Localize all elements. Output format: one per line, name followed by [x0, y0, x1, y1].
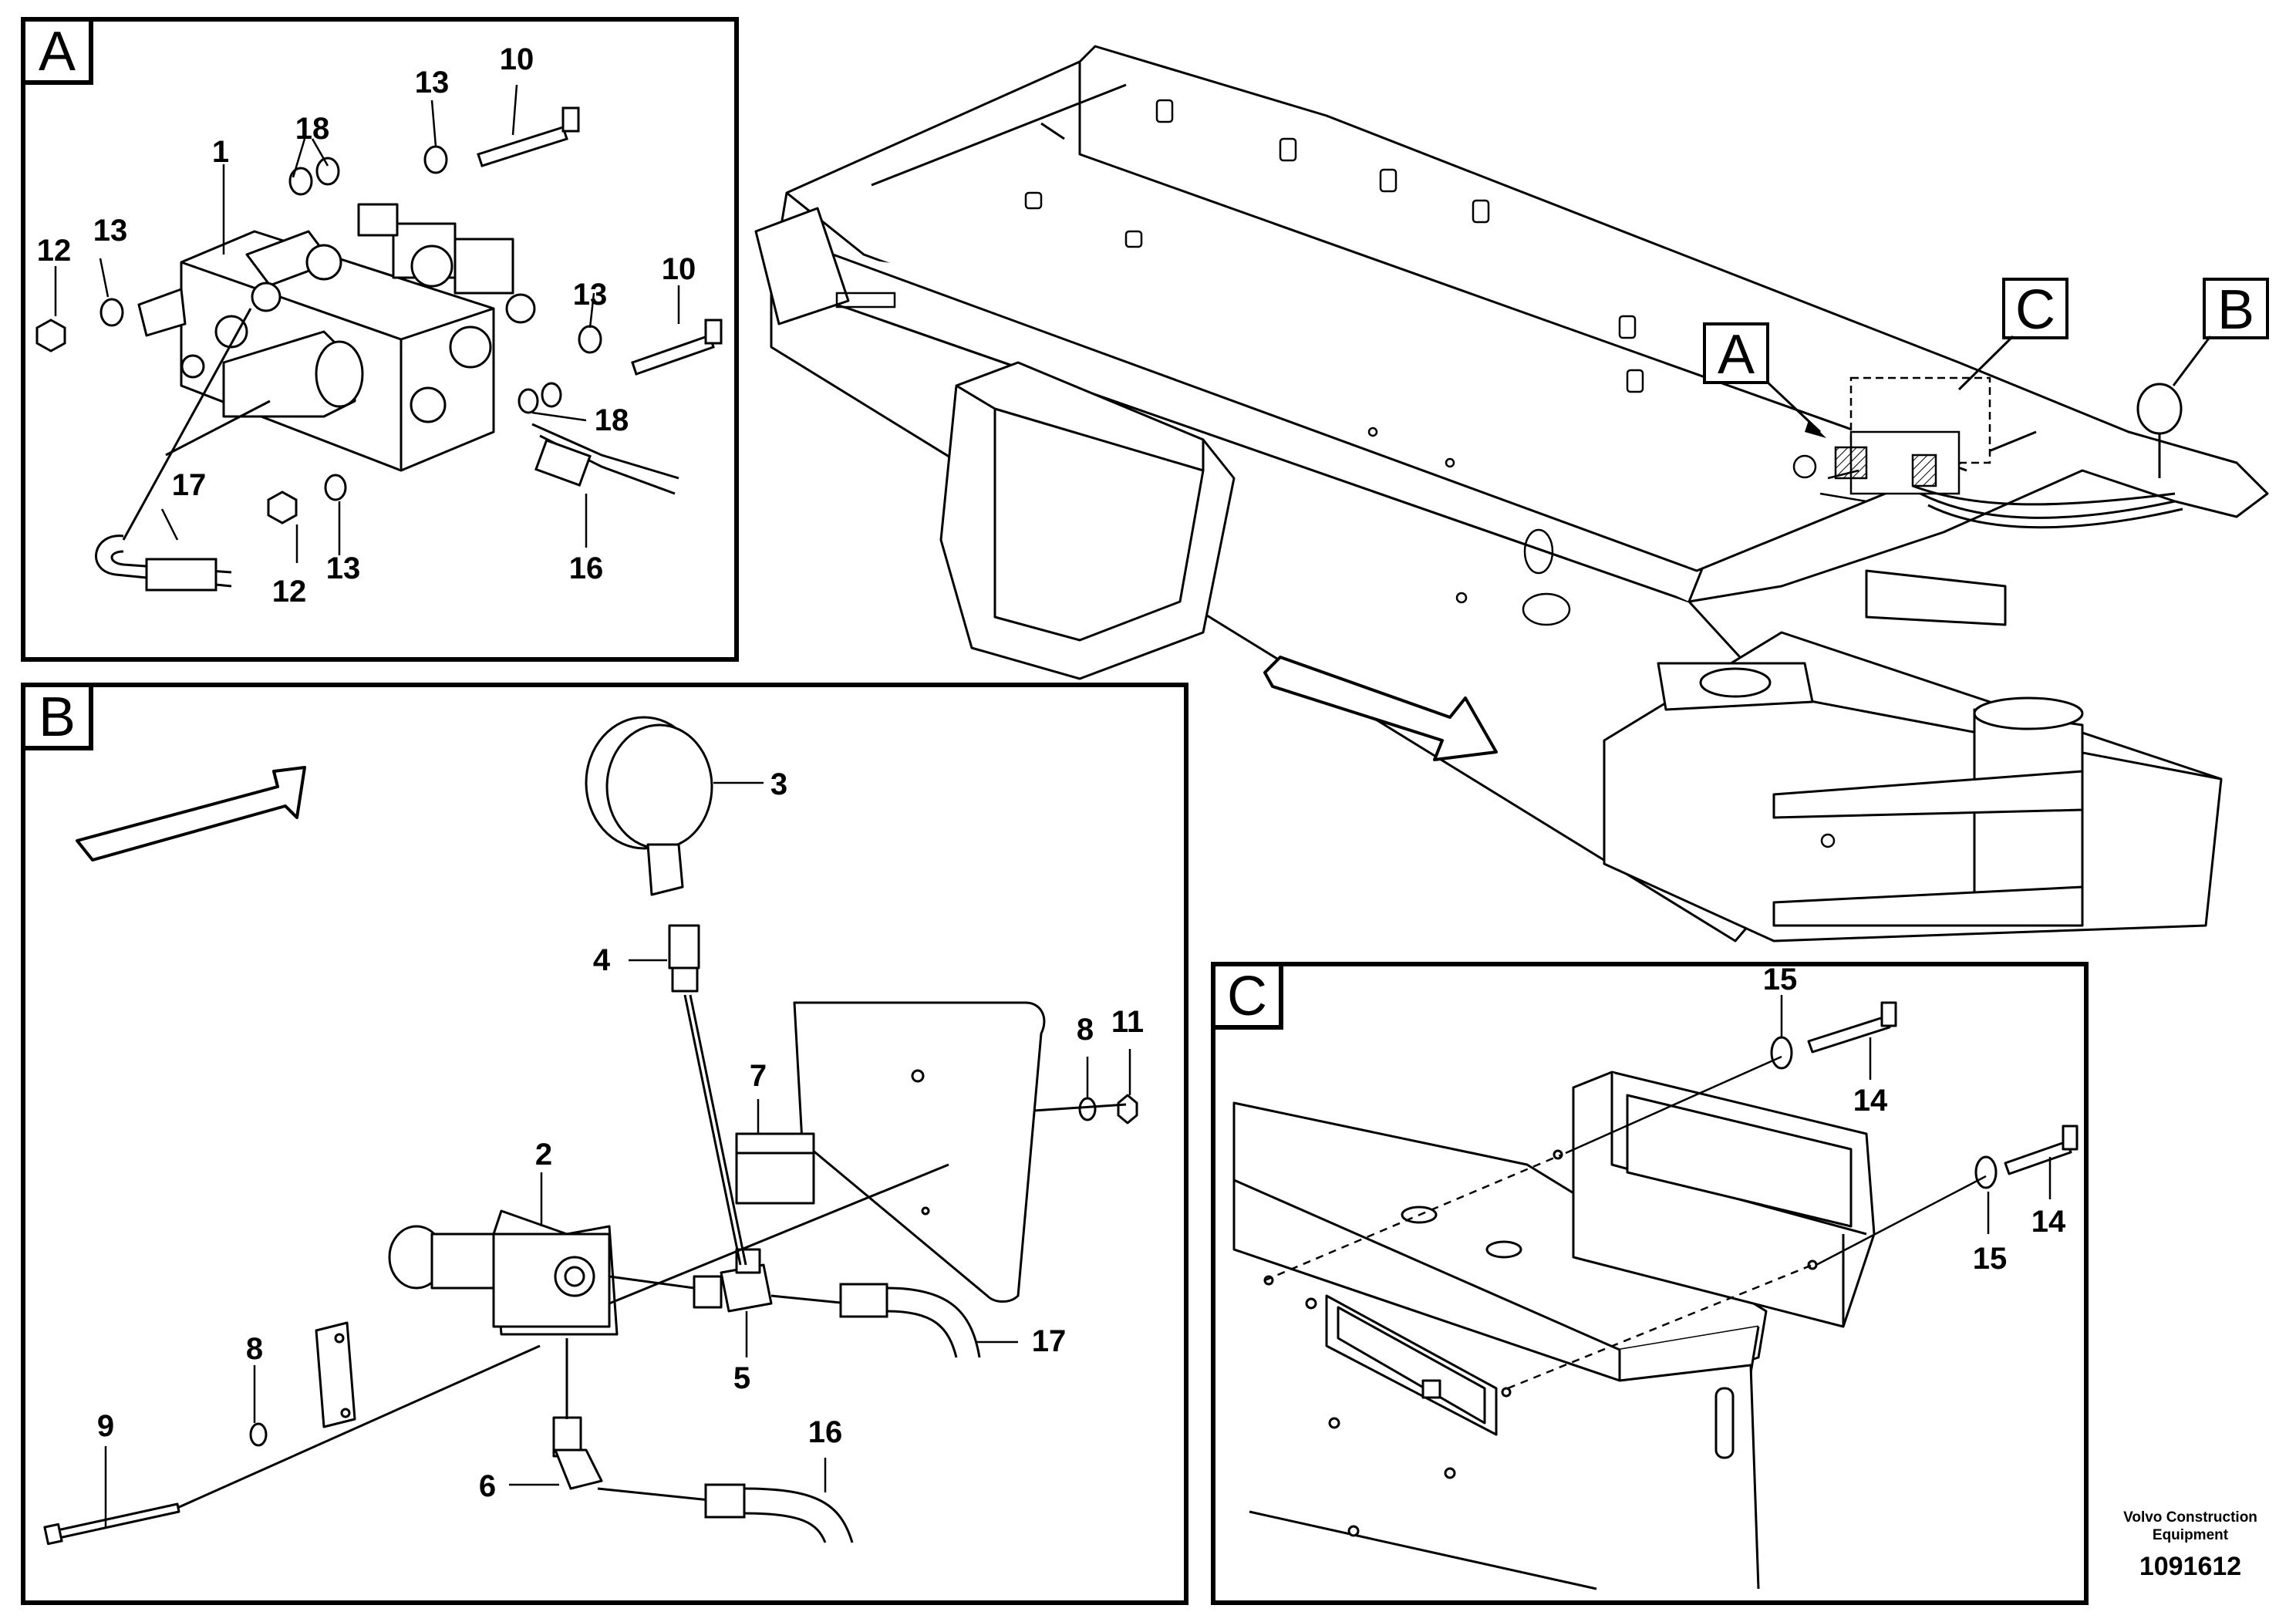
part-label: 4: [593, 943, 611, 977]
part-label: 9: [97, 1409, 114, 1443]
part-label: 16: [808, 1415, 843, 1449]
part-label: 2: [535, 1138, 552, 1172]
part-label: 10: [662, 252, 696, 286]
panel-a-hoses: [95, 308, 679, 592]
panel-c-part-labels: 14 14 15 15: [1763, 963, 2066, 1276]
panel-c-drawing: [1232, 1001, 2079, 1590]
part-label: 3: [770, 767, 787, 801]
panel-b: B: [21, 683, 1188, 1605]
panel-a-letter: A: [39, 21, 76, 83]
panel-a-hardware: [35, 106, 723, 524]
callout-box-b[interactable]: B: [2172, 278, 2269, 386]
panel-b-lines: [177, 994, 1127, 1543]
part-label: 17: [172, 468, 207, 502]
overview-frame-holes: [835, 99, 1836, 848]
part-label: 13: [93, 214, 128, 248]
callout-box-c-label: C: [2015, 279, 2055, 341]
part-label: 11: [1111, 1005, 1144, 1039]
panel-a-part-labels: 1 10 10 12 12 13 13 13 13 16 17 18 18: [37, 42, 696, 609]
drawing-number: 1091612: [2139, 1552, 2242, 1581]
part-label: 6: [479, 1469, 496, 1503]
part-label: 15: [1973, 1242, 2008, 1276]
part-label: 13: [573, 278, 608, 312]
part-label: 5: [733, 1361, 750, 1395]
overview-direction-arrow: [1263, 656, 1498, 761]
panel-b-components: [43, 716, 1138, 1546]
part-label: 18: [295, 112, 330, 146]
part-label: 12: [272, 575, 307, 609]
overview-hoses: [1912, 484, 2183, 529]
part-label: 13: [415, 66, 450, 99]
part-label: 18: [595, 403, 629, 437]
panel-b-direction-arrow: [76, 766, 306, 862]
panel-a-leaders: [54, 84, 680, 563]
part-label: 8: [1077, 1013, 1094, 1047]
callout-box-a[interactable]: A: [1703, 322, 1826, 438]
valve-block-drawing: [137, 203, 536, 472]
part-label: 1: [212, 135, 229, 169]
panel-c: C: [1211, 962, 2089, 1605]
panel-b-part-labels: 2 3 4 5 6 7 8 8 9 11 16 17: [97, 767, 1144, 1503]
part-label: 14: [1853, 1084, 1888, 1118]
part-label: 15: [1763, 963, 1798, 996]
panel-c-dashed-lines: [1264, 1055, 1987, 1390]
publisher-label: Volvo Construction Equipment: [2123, 1509, 2257, 1543]
part-label: 13: [326, 551, 361, 585]
panel-c-leaders: [1780, 995, 2052, 1234]
part-label: 12: [37, 234, 72, 268]
part-label: 16: [569, 551, 604, 585]
part-label: 8: [246, 1332, 263, 1366]
panel-b-leaders: [104, 781, 1131, 1527]
part-label: 14: [2031, 1205, 2066, 1239]
callout-box-b-label: B: [2217, 279, 2254, 341]
overview-gauge: [2136, 383, 2183, 478]
part-label: 10: [500, 42, 534, 76]
callout-box-c[interactable]: C: [1957, 278, 2068, 391]
part-label: 17: [1032, 1324, 1067, 1358]
panel-b-letter: B: [39, 686, 76, 748]
callout-box-a-label: A: [1718, 324, 1755, 386]
panel-a: A: [21, 17, 739, 662]
part-label: 7: [750, 1059, 767, 1093]
panel-c-letter: C: [1227, 966, 1267, 1027]
overview-valve-group: [1792, 376, 1991, 503]
